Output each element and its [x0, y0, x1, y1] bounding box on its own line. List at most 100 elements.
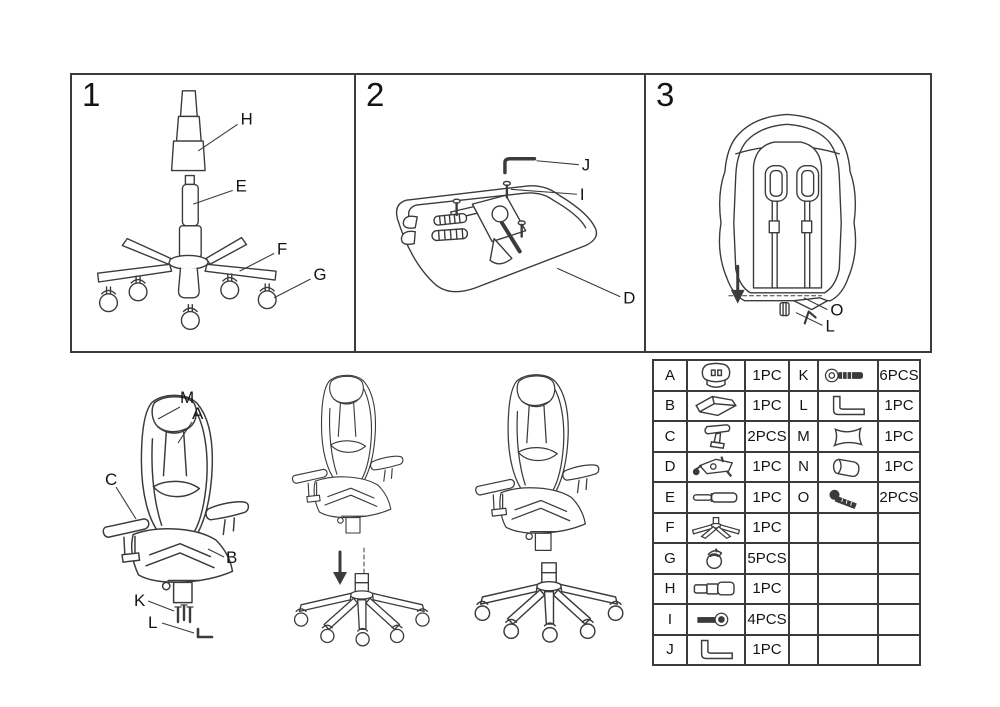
label-G: G — [314, 265, 327, 284]
gas-lift-and-base-illustration: H E F G — [96, 90, 327, 331]
part-qty: 6PCS — [877, 359, 921, 392]
assembly-step-chair-labeled: M A C B K L — [100, 385, 278, 647]
empty-cell — [817, 633, 879, 666]
screw-icon — [829, 489, 857, 509]
chair-lowered-onto-base-illustration — [291, 374, 430, 647]
assembly-step-chair-onto-base — [272, 370, 462, 660]
part-letter: A — [652, 359, 688, 392]
part-icon-cell — [686, 603, 746, 636]
part-letter: D — [652, 450, 688, 483]
empty-cell — [877, 603, 921, 636]
headrest-pillow-icon — [701, 362, 731, 388]
part-qty: 1PC — [877, 389, 921, 422]
label-F: F — [277, 239, 287, 258]
empty-cell — [877, 542, 921, 575]
bolt-washer-icon — [824, 368, 864, 383]
label-K: K — [134, 591, 146, 610]
part-letter: K — [788, 359, 819, 392]
part-qty: 1PC — [744, 572, 790, 605]
table-row: F 1PC — [652, 511, 921, 544]
empty-cell — [788, 542, 819, 575]
part-letter: H — [652, 572, 688, 605]
part-qty: 1PC — [744, 481, 790, 514]
empty-cell — [788, 572, 819, 605]
part-qty: 5PCS — [744, 542, 790, 575]
step-panel-3: 3 O L — [644, 73, 932, 353]
part-icon-cell — [686, 572, 746, 605]
label-B: B — [226, 548, 237, 567]
part-qty: 1PC — [877, 450, 921, 483]
bolt-icon — [697, 612, 729, 627]
part-icon-cell — [686, 542, 746, 575]
part-letter: N — [788, 450, 819, 483]
part-icon-cell — [817, 450, 879, 483]
table-row: I 4PCS — [652, 603, 921, 636]
empty-cell — [817, 542, 879, 575]
part-letter: L — [788, 389, 819, 422]
label-D: D — [623, 289, 635, 308]
part-letter: I — [652, 603, 688, 636]
empty-cell — [788, 603, 819, 636]
label-E: E — [236, 176, 247, 195]
empty-cell — [877, 511, 921, 544]
table-row: E 1PC O 2PCS — [652, 481, 921, 514]
assembled-chair — [448, 363, 653, 661]
star-base-icon — [691, 517, 741, 540]
table-row: C 2PCS M 1PC — [652, 420, 921, 453]
part-qty: 1PC — [744, 359, 790, 392]
part-icon-cell — [686, 359, 746, 392]
table-row: G 5PCS — [652, 542, 921, 575]
part-letter: M — [788, 420, 819, 453]
caster-icon — [706, 547, 723, 570]
step-panel-1: 1 — [70, 73, 356, 353]
part-icon-cell — [817, 389, 879, 422]
step-number-1: 1 — [82, 76, 101, 113]
label-C: C — [105, 470, 117, 489]
label-O: O — [830, 301, 843, 320]
table-row: H 1PC — [652, 572, 921, 605]
armrest-icon — [704, 423, 731, 449]
part-icon-cell — [817, 420, 879, 453]
part-letter: J — [652, 633, 688, 666]
empty-cell — [817, 572, 879, 605]
label-J: J — [582, 156, 590, 175]
part-letter: E — [652, 481, 688, 514]
label-I: I — [580, 185, 585, 204]
part-qty: 2PCS — [744, 420, 790, 453]
part-letter: G — [652, 542, 688, 575]
table-row: D 1PC N 1PC — [652, 450, 921, 483]
label-L: L — [148, 613, 157, 632]
part-icon-cell — [817, 481, 879, 514]
part-icon-cell — [686, 420, 746, 453]
chair-without-base-illustration: M A C B K L — [102, 388, 250, 639]
part-letter: B — [652, 389, 688, 422]
allen-key-icon — [700, 640, 733, 660]
step-panel-2: 2 — [354, 73, 646, 353]
step-number-2: 2 — [366, 76, 385, 113]
seat-mechanism-illustration: J I D — [395, 156, 635, 308]
parts-list-table: A 1PC K 6PCS B 1PC L 1PC C 2PCS M 1PC D … — [652, 359, 921, 666]
part-qty: 2PCS — [877, 481, 921, 514]
telescopic-cover-icon — [693, 581, 735, 596]
part-icon-cell — [686, 511, 746, 544]
table-row: J 1PC — [652, 633, 921, 666]
empty-cell — [877, 572, 921, 605]
lumbar-cushion-icon — [695, 396, 737, 417]
tilt-mechanism-icon — [692, 455, 734, 478]
sleeve-icon — [832, 458, 860, 478]
label-H: H — [241, 109, 253, 128]
empty-cell — [877, 633, 921, 666]
step-number-3: 3 — [656, 76, 675, 113]
label-M: M — [180, 388, 194, 407]
part-qty: 4PCS — [744, 603, 790, 636]
label-A: A — [192, 404, 204, 423]
part-qty: 1PC — [744, 450, 790, 483]
part-icon-cell — [686, 481, 746, 514]
part-qty: 1PC — [744, 633, 790, 666]
table-row: A 1PC K 6PCS — [652, 359, 921, 392]
backrest-attachment-illustration: O L — [718, 113, 857, 335]
allen-key-icon — [832, 396, 865, 416]
gas-lift-icon — [692, 492, 738, 503]
part-icon-cell — [686, 633, 746, 666]
part-icon-cell — [686, 389, 746, 422]
